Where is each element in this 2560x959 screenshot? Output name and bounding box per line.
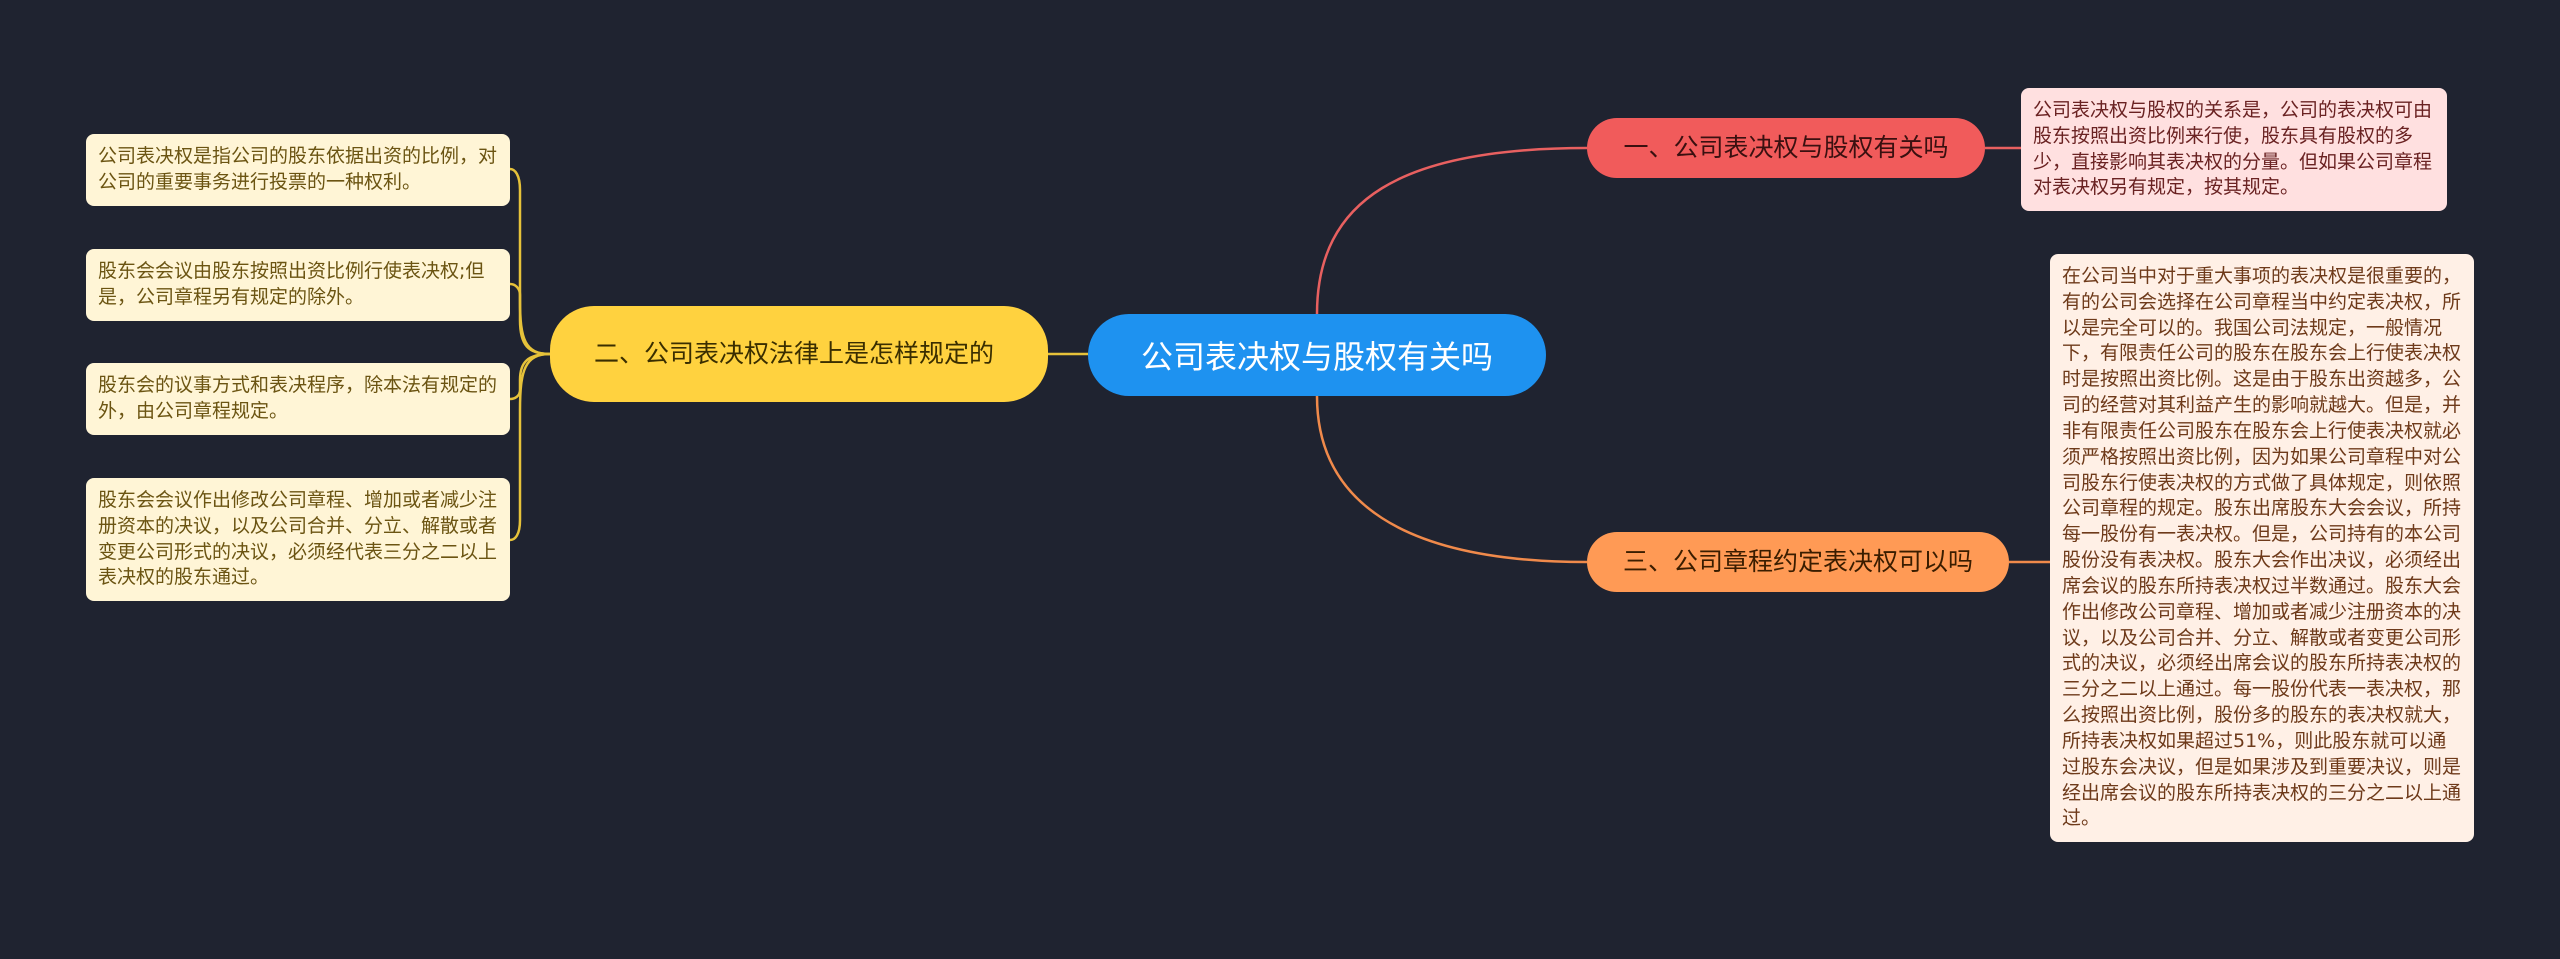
leaf-topic-2-1[interactable]: 公司表决权是指公司的股东依据出资的比例，对公司的重要事务进行投票的一种权利。 — [86, 134, 510, 206]
root-topic[interactable]: 公司表决权与股权有关吗 — [1088, 314, 1546, 396]
leaf-topic-3-1[interactable]: 在公司当中对于重大事项的表决权是很重要的，有的公司会选择在公司章程当中约定表决权… — [2050, 254, 2474, 843]
branch-topic-2[interactable]: 二、公司表决权法律上是怎样规定的 — [550, 306, 1048, 402]
branch-topic-1[interactable]: 一、公司表决权与股权有关吗 — [1587, 118, 1985, 178]
leaf-topic-1-1[interactable]: 公司表决权与股权的关系是，公司的表决权可由股东按照出资比例来行使，股东具有股权的… — [2021, 88, 2447, 212]
link-root-to-branch-3 — [1315, 395, 1588, 564]
leaf-topic-2-4[interactable]: 股东会会议作出修改公司章程、增加或者减少注册资本的决议，以及公司合并、分立、解散… — [86, 478, 510, 602]
link-branch-2-to-leaf-1 — [509, 167, 551, 356]
branch-topic-3[interactable]: 三、公司章程约定表决权可以吗 — [1587, 532, 2009, 592]
leaf-topic-2-2[interactable]: 股东会会议由股东按照出资比例行使表决权;但是，公司章程另有规定的除外。 — [86, 249, 510, 321]
link-branch-2-to-leaf-4 — [509, 352, 551, 542]
link-branch-2-to-leaf-2 — [509, 282, 551, 356]
leaf-topic-2-3[interactable]: 股东会的议事方式和表决程序，除本法有规定的外，由公司章程规定。 — [86, 363, 510, 435]
link-root-to-branch-1 — [1315, 146, 1588, 315]
